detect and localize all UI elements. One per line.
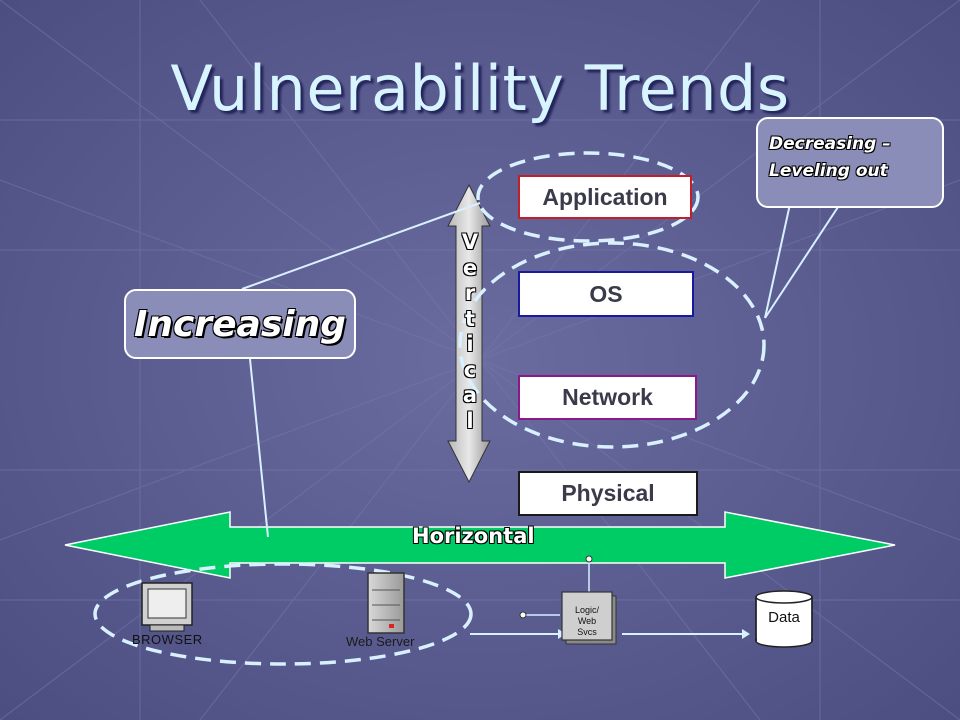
logic-label-line-3: Svcs [577, 627, 597, 637]
horizontal-arrow [64, 511, 896, 579]
decreasing-connector-right [764, 203, 841, 319]
database-icon [755, 590, 813, 648]
vertical-axis-label: V e r t i c a l [458, 230, 482, 434]
layer-os-label: OS [589, 280, 623, 307]
client-server-dashed-ellipse [93, 562, 473, 666]
vertical-letter: i [466, 332, 474, 356]
vertical-letter: c [463, 357, 477, 382]
vertical-letter: V [461, 230, 479, 254]
slide-title: Vulnerability Trends [170, 52, 790, 125]
increasing-connector-top [241, 202, 481, 290]
vertical-arrow [447, 183, 491, 484]
vertical-letter: r [464, 281, 476, 305]
layer-application-label: Application [542, 183, 668, 210]
decreasing-line-1: Decreasing – [769, 134, 891, 154]
layer-os: OS [518, 271, 694, 317]
increasing-label: Increasing [134, 303, 346, 345]
layer-network: Network [518, 375, 697, 420]
data-label: Data [768, 609, 800, 626]
os-network-dashed-ellipse [458, 241, 766, 449]
layer-physical-label: Physical [561, 480, 655, 506]
vertical-letter: l [466, 408, 474, 433]
decreasing-connector-left [764, 203, 791, 319]
decreasing-callout: Decreasing – Leveling out [756, 117, 944, 208]
layer-network-label: Network [562, 384, 653, 410]
arrowhead-2 [742, 629, 750, 639]
application-dashed-ellipse [476, 151, 700, 243]
logic-input-port [519, 611, 527, 619]
monitor-icon [141, 582, 193, 632]
logic-top-port [585, 555, 593, 563]
logic-services-box [561, 591, 617, 645]
layer-application: Application [518, 175, 692, 219]
server-icon [367, 572, 405, 634]
increasing-connector-bottom [249, 358, 269, 538]
logic-label-line-1: Logic/ [574, 605, 600, 615]
horizontal-axis-label: Horizontal [412, 524, 535, 548]
layer-physical: Physical [518, 471, 698, 516]
logic-label-line-2: Web [577, 616, 597, 626]
browser-label: BROWSER [132, 632, 203, 647]
web-server-label: Web Server [346, 634, 415, 649]
vertical-letter: t [464, 306, 476, 331]
increasing-callout: Increasing [124, 289, 356, 359]
logic-label: Logic/ Web Svcs [562, 605, 612, 638]
vertical-letter: a [462, 383, 478, 407]
vertical-letter: e [462, 255, 478, 280]
decreasing-line-2: Leveling out [769, 161, 888, 181]
